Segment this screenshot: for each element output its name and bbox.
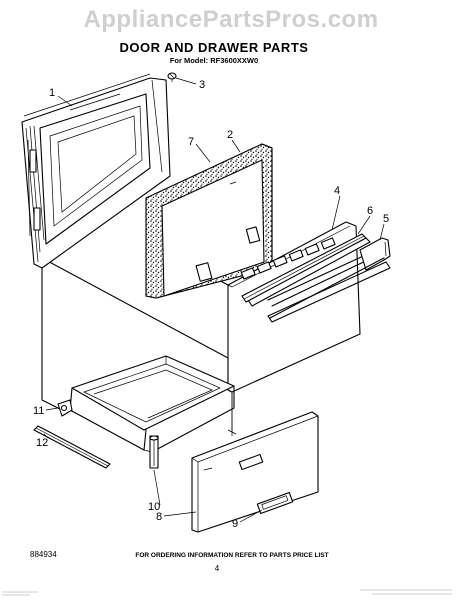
- part-9-drawer-handle: [256, 491, 294, 515]
- callout-3: 3: [199, 79, 205, 91]
- part-4-door-outer-panel: [227, 221, 391, 393]
- page-number: 4: [215, 564, 220, 573]
- callout-leader-lines: [43, 77, 385, 523]
- part-1-oven-door-frame: [21, 73, 171, 269]
- part-6-door-trim: [241, 233, 367, 303]
- part-3-screw: [167, 72, 177, 82]
- callout-6: 6: [367, 205, 373, 217]
- part-12-drawer-rail: [33, 425, 111, 469]
- part-2-door-inner-panel: [145, 143, 273, 299]
- document-number: 884934: [30, 550, 57, 559]
- fine-print-marks: [2, 589, 452, 596]
- callout-5: 5: [383, 213, 389, 225]
- callout-4: 4: [334, 185, 340, 197]
- callout-11: 11: [33, 405, 44, 417]
- part-10-drawer-bracket: [149, 435, 159, 469]
- callout-7: 7: [188, 136, 194, 148]
- callout-1: 1: [49, 87, 55, 99]
- drawer-body: [69, 355, 237, 453]
- callout-10: 10: [148, 501, 160, 513]
- model-subtitle: For Model: RF3600XXW0: [170, 56, 258, 65]
- ordering-information-note: FOR ORDERING INFORMATION REFER TO PARTS …: [135, 552, 328, 559]
- callout-12: 12: [36, 437, 48, 449]
- part-5-door-handle: [269, 237, 391, 319]
- watermark-text: AppliancePartsPros.com: [83, 6, 378, 33]
- callout-2: 2: [227, 129, 233, 141]
- page-title: DOOR AND DRAWER PARTS: [120, 40, 309, 55]
- callout-9: 9: [232, 518, 238, 530]
- part-11-drawer-roller: [57, 399, 73, 417]
- callout-8: 8: [156, 511, 162, 523]
